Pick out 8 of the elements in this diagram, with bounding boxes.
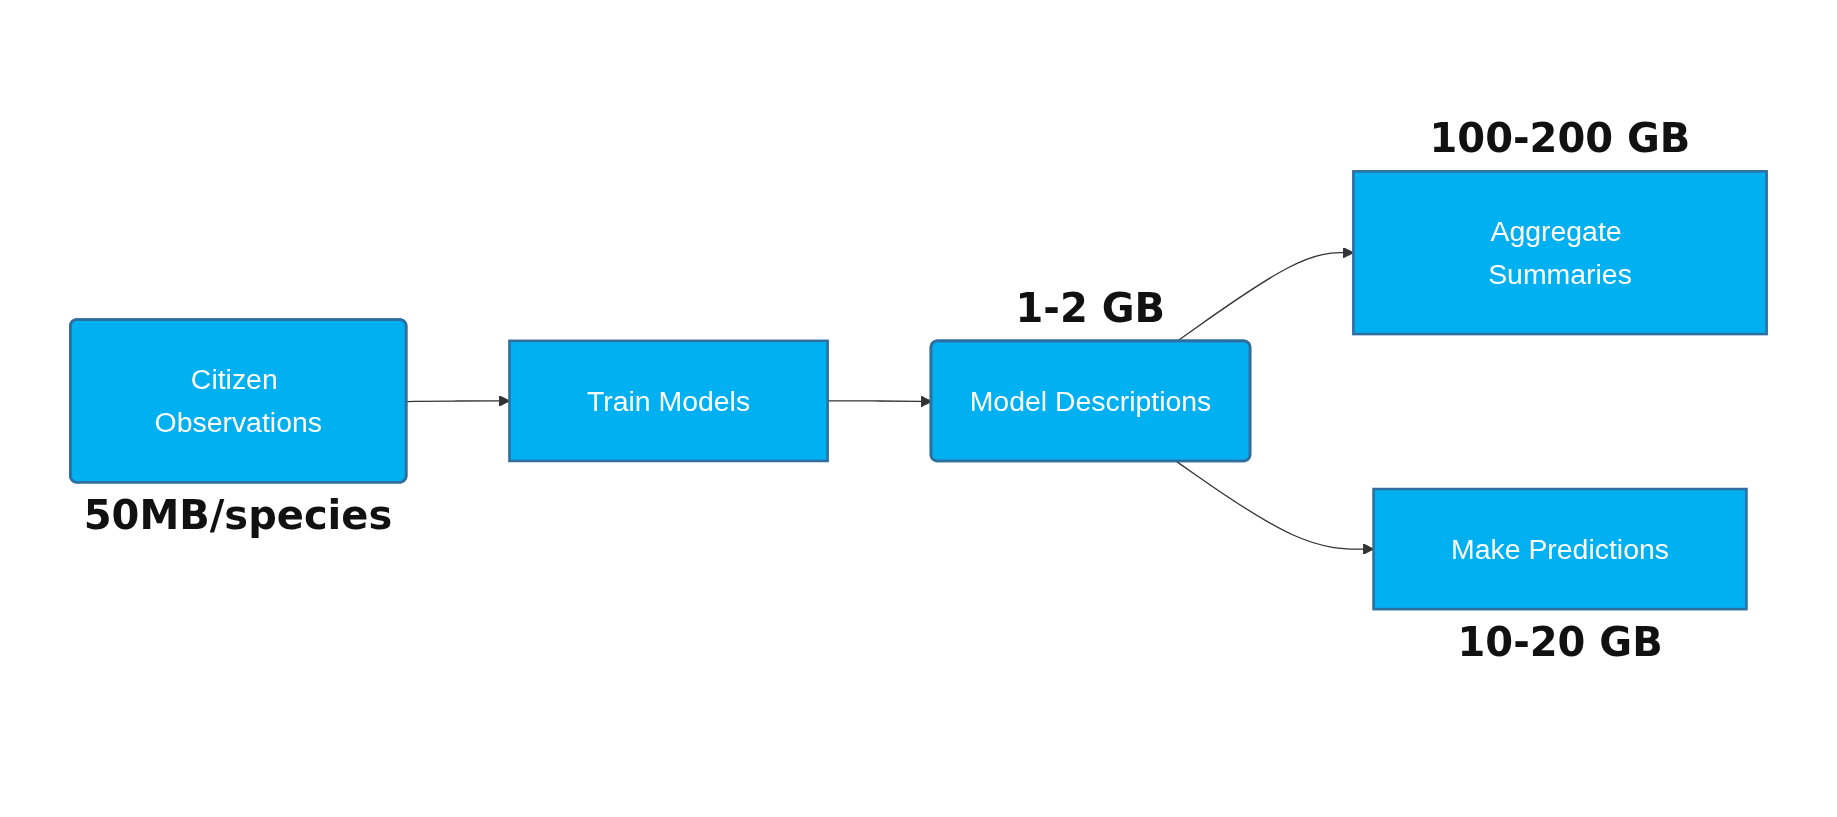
arrow xyxy=(406,394,510,407)
node-box: Train Models xyxy=(508,339,829,462)
size-note: 50MB/species xyxy=(83,492,393,538)
node-box: Make Predictions xyxy=(1372,487,1748,611)
size-note: 100-200 GB xyxy=(1429,115,1691,162)
size-note: 10-20 GB xyxy=(1457,618,1663,665)
node-box: Aggregate Summaries xyxy=(1352,169,1768,336)
size-note: 1-2 GB xyxy=(1015,284,1165,331)
